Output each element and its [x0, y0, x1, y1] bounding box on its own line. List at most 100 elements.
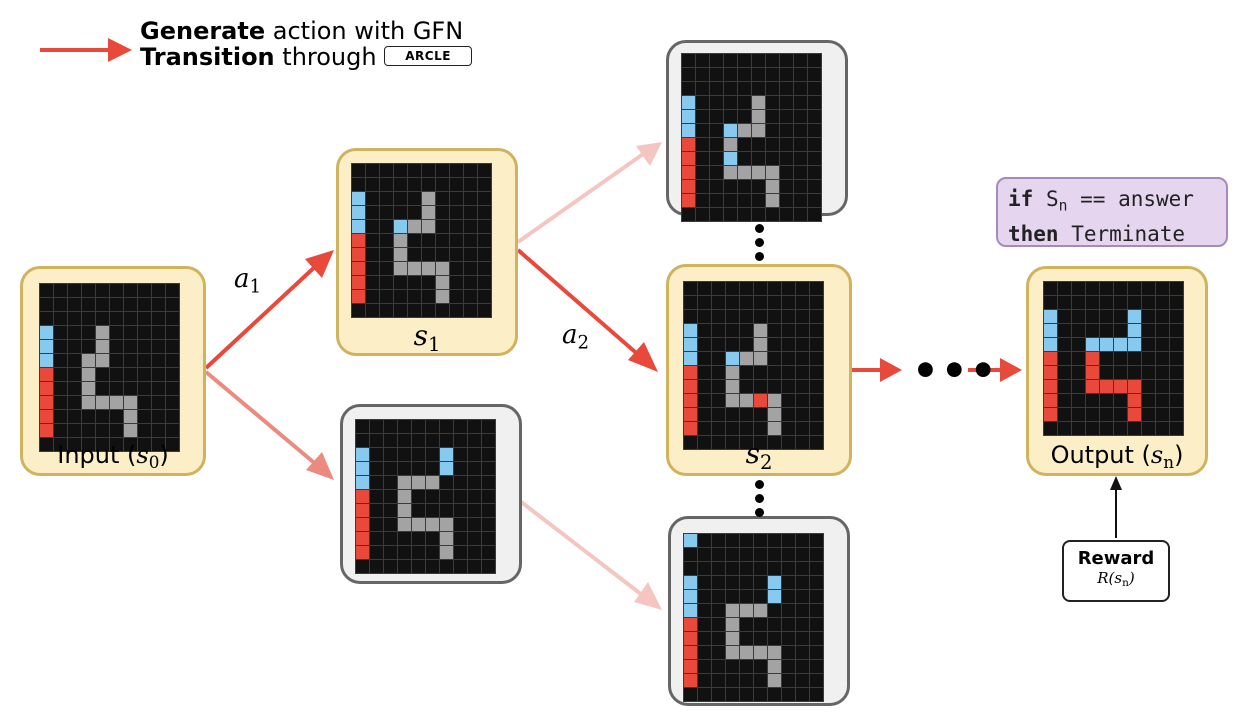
cell-black: [738, 96, 751, 109]
cell-black: [426, 434, 439, 447]
cell-black: [682, 82, 695, 95]
cell-blue: [684, 324, 697, 337]
cell-black: [166, 312, 179, 325]
s1-label-var: s: [413, 319, 428, 352]
cell-black: [768, 352, 781, 365]
cell-black: [468, 560, 481, 573]
cell-black: [384, 532, 397, 545]
cell-black: [380, 234, 393, 247]
cell-red: [40, 396, 53, 409]
cell-red: [40, 410, 53, 423]
cell-black: [712, 688, 725, 701]
cell-red: [684, 632, 697, 645]
input-label-close: ): [159, 441, 169, 469]
cell-black: [712, 296, 725, 309]
cell-black: [1058, 380, 1071, 393]
action-label-a2: a2: [562, 320, 589, 353]
arcle-badge: ARCLE: [384, 46, 472, 66]
cell-black: [1156, 338, 1169, 351]
cell-red: [1044, 408, 1057, 421]
cell-black: [754, 380, 767, 393]
cell-gray: [110, 396, 123, 409]
cell-gray: [726, 632, 739, 645]
cell-black: [808, 152, 821, 165]
cell-black: [454, 546, 467, 559]
cell-black: [754, 660, 767, 673]
cell-black: [370, 434, 383, 447]
cell-black: [384, 560, 397, 573]
cell-black: [394, 178, 407, 191]
cell-black: [54, 298, 67, 311]
grid-output: [1043, 281, 1184, 436]
cell-black: [712, 436, 725, 449]
cell-black: [110, 410, 123, 423]
cell-black: [1156, 352, 1169, 365]
cell-black: [54, 284, 67, 297]
cell-gray: [412, 518, 425, 531]
cell-black: [1128, 352, 1141, 365]
cell-red: [684, 408, 697, 421]
cell-black: [1058, 324, 1071, 337]
cell-black: [68, 396, 81, 409]
cell-black: [380, 304, 393, 317]
cell-black: [394, 206, 407, 219]
cell-black: [738, 152, 751, 165]
cell-black: [754, 436, 767, 449]
cell-black: [766, 82, 779, 95]
cell-black: [96, 410, 109, 423]
cell-black: [782, 604, 795, 617]
cell-black: [68, 424, 81, 437]
cell-black: [426, 504, 439, 517]
cell-black: [1114, 310, 1127, 323]
cell-black: [1156, 324, 1169, 337]
cell-black: [468, 420, 481, 433]
cell-black: [710, 54, 723, 67]
cell-gray: [394, 248, 407, 261]
cell-black: [712, 590, 725, 603]
cell-black: [1072, 282, 1085, 295]
cell-black: [436, 164, 449, 177]
cell-black: [1086, 422, 1099, 435]
cell-gray: [436, 262, 449, 275]
cell-black: [54, 410, 67, 423]
cell-black: [1058, 296, 1071, 309]
cell-black: [152, 438, 165, 451]
cell-black: [82, 424, 95, 437]
cell-blue: [352, 192, 365, 205]
cell-black: [698, 408, 711, 421]
cell-black: [450, 206, 463, 219]
input-label-sub: 0: [148, 452, 160, 473]
cell-black: [478, 262, 491, 275]
cell-black: [740, 548, 753, 561]
cell-black: [710, 194, 723, 207]
cell-black: [1114, 394, 1127, 407]
cell-black: [96, 424, 109, 437]
cell-black: [422, 178, 435, 191]
cell-black: [712, 324, 725, 337]
cell-black: [796, 366, 809, 379]
cell-black: [464, 192, 477, 205]
cell-black: [464, 206, 477, 219]
cell-black: [124, 340, 137, 353]
cell-black: [394, 276, 407, 289]
card-label-s2: s2: [669, 437, 849, 474]
cell-black: [110, 438, 123, 451]
cell-black: [82, 410, 95, 423]
cell-black: [110, 284, 123, 297]
cell-red: [352, 248, 365, 261]
cell-black: [412, 532, 425, 545]
cell-red: [1086, 366, 1099, 379]
cell-black: [464, 164, 477, 177]
cell-black: [412, 546, 425, 559]
cell-black: [482, 532, 495, 545]
cell-black: [808, 96, 821, 109]
cell-gray: [738, 166, 751, 179]
cell-black: [738, 138, 751, 151]
cell-black: [478, 164, 491, 177]
cell-black: [782, 422, 795, 435]
cell-black: [412, 420, 425, 433]
cell-black: [794, 194, 807, 207]
cell-black: [1170, 380, 1183, 393]
cell-black: [1156, 366, 1169, 379]
cell-blue: [1044, 324, 1057, 337]
